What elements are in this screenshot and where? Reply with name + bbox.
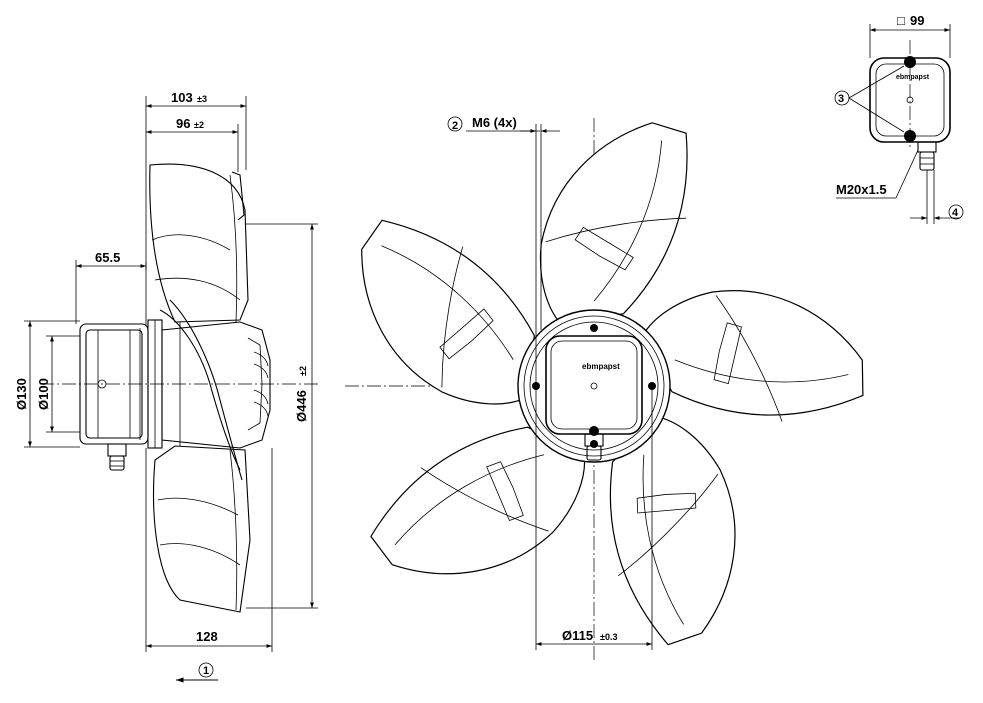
dim-103-value: 103 bbox=[171, 90, 193, 105]
side-cable-gland bbox=[107, 443, 127, 471]
front-view: ebmpapst 2 M6 (4x) Ø115 ±0.3 bbox=[345, 115, 864, 660]
fan-blade bbox=[539, 122, 688, 325]
gland-label: M20x1.5 bbox=[836, 182, 887, 197]
dim-103-tol: ±3 bbox=[197, 94, 207, 104]
dim-d100-value: Ø100 bbox=[36, 378, 51, 410]
fan-blade bbox=[641, 290, 864, 422]
side-dimensions bbox=[24, 96, 318, 683]
dim-d446-tol: ±2 bbox=[298, 366, 308, 376]
dim-99-symbol: □ bbox=[897, 13, 905, 28]
front-hub bbox=[517, 309, 671, 463]
rotor-ring bbox=[161, 321, 271, 449]
dim-d115-value: Ø115 bbox=[562, 628, 593, 643]
dim-96-tol: ±2 bbox=[194, 120, 204, 130]
box-logo: ebmpapst bbox=[896, 74, 930, 81]
fan-blade bbox=[370, 426, 586, 575]
dim-d130-value: Ø130 bbox=[14, 378, 29, 410]
side-view: 103 ±3 96 ±2 65.5 Ø130 Ø100 Ø446 ±2 128 … bbox=[14, 90, 320, 683]
dim-128-value: 128 bbox=[196, 629, 218, 644]
dim-99-value: 99 bbox=[910, 13, 924, 28]
front-logo: ebmpapst bbox=[582, 362, 620, 371]
fan-blade bbox=[609, 416, 736, 646]
marker-4: 4 bbox=[952, 207, 959, 219]
dim-d115-tol: ±0.3 bbox=[600, 632, 617, 642]
marker-2: 2 bbox=[452, 120, 458, 132]
dim-d446-value: Ø446 bbox=[294, 390, 309, 422]
side-blades bbox=[149, 163, 251, 613]
marker-1: 1 bbox=[203, 665, 209, 677]
marker-3: 3 bbox=[838, 93, 844, 105]
front-blades bbox=[361, 122, 864, 646]
dim-65-5-value: 65.5 bbox=[95, 250, 120, 265]
front-dimensions bbox=[447, 116, 653, 650]
terminal-box bbox=[834, 24, 964, 224]
dim-96-value: 96 bbox=[176, 116, 190, 131]
thread-label: M6 (4x) bbox=[472, 115, 517, 130]
fan-blade bbox=[361, 219, 535, 405]
